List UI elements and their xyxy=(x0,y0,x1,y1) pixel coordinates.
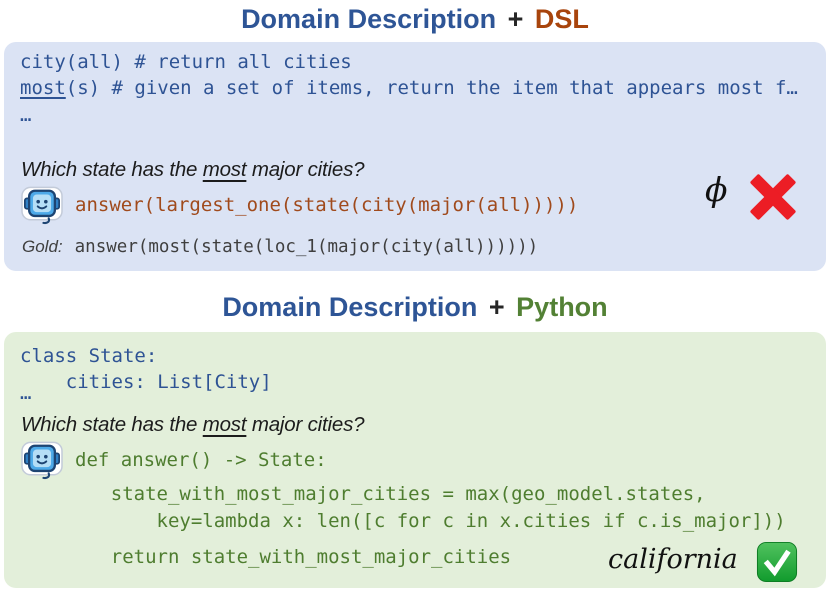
dsl-gold-row: Gold: answer(most(state(loc_1(major(city… xyxy=(22,237,538,257)
python-question-post: major cities? xyxy=(246,413,365,436)
python-domain-line-1: class State: xyxy=(20,345,158,367)
dsl-panel: city(all) # return all cities most(s) # … xyxy=(4,42,826,271)
python-question: Which state has the most major cities? xyxy=(21,413,365,437)
dsl-question-keyword: most xyxy=(202,158,247,181)
red-cross-icon xyxy=(750,174,796,220)
dsl-title-prefix: Domain Description xyxy=(241,4,497,34)
python-model-output-line-2: state_with_most_major_cities = max(geo_m… xyxy=(65,483,706,505)
dsl-panel-title: Domain Description + DSL xyxy=(0,2,830,36)
python-model-output-line-1: def answer() -> State: xyxy=(75,449,327,471)
phi-symbol: ϕ xyxy=(705,170,728,209)
python-panel-title: Domain Description + Python xyxy=(0,290,830,324)
python-domain-ellipsis: … xyxy=(20,382,32,404)
dsl-title-plus: + xyxy=(507,4,524,34)
python-model-row: def answer() -> State: xyxy=(20,440,327,480)
dsl-domain-ellipsis: … xyxy=(20,104,32,126)
dsl-model-row: answer(largest_one(state(city(major(all)… xyxy=(20,185,578,225)
dsl-title-suffix: DSL xyxy=(534,4,589,34)
dsl-domain-line-1: city(all) # return all cities xyxy=(20,51,352,73)
dsl-question-post: major cities? xyxy=(246,158,365,181)
python-model-output-line-4: return state_with_most_major_cities xyxy=(65,546,512,568)
python-title-suffix: Python xyxy=(516,292,608,322)
python-title-prefix: Domain Description xyxy=(222,292,478,322)
dsl-domain-line-2: most(s) # given a set of items, return t… xyxy=(20,75,798,101)
dsl-domain-line-2-keyword: most xyxy=(20,77,66,99)
python-domain-line-2: cities: List[City] xyxy=(20,371,272,393)
gold-label: Gold: xyxy=(22,237,63,256)
python-title-plus: + xyxy=(488,292,505,322)
green-check-icon xyxy=(756,541,798,583)
python-model-output-line-3: key=lambda x: len([c for c in x.cities i… xyxy=(65,510,786,532)
dsl-question-pre: Which state has the xyxy=(21,158,203,181)
gold-code: answer(most(state(loc_1(major(city(all))… xyxy=(74,237,539,257)
python-panel: class State: cities: List[City] … Which … xyxy=(4,332,826,588)
dsl-domain-line-2-rest: (s) # given a set of items, return the i… xyxy=(65,77,798,99)
robot-icon xyxy=(21,441,63,480)
execution-result: california xyxy=(608,544,738,575)
python-question-keyword: most xyxy=(202,413,247,436)
dsl-model-output: answer(largest_one(state(city(major(all)… xyxy=(75,194,579,216)
python-question-pre: Which state has the xyxy=(21,413,203,436)
robot-icon xyxy=(21,186,63,225)
dsl-question: Which state has the most major cities? xyxy=(21,158,365,182)
